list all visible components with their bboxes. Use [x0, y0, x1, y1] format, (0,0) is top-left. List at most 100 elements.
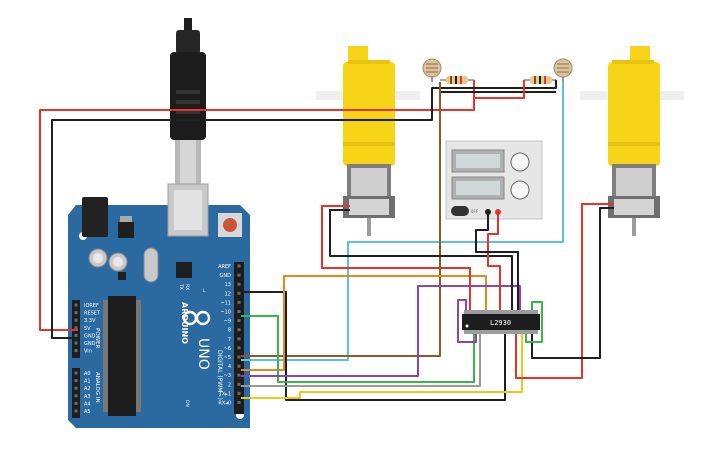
analog-pin-hole[interactable]	[74, 401, 78, 405]
dc-motor-right	[580, 46, 684, 236]
analog-pin-hole[interactable]	[74, 386, 78, 390]
power-pin-hole[interactable]	[74, 333, 78, 337]
digital-pin-label: GND	[220, 273, 232, 279]
digital-pin-label: ~3	[224, 373, 231, 379]
resistor-right	[524, 76, 556, 84]
digital-pin-label: 2	[228, 382, 231, 388]
digital-pin-label: AREF	[218, 264, 231, 270]
resistor-left	[440, 76, 474, 84]
power-pin-label: GND	[84, 341, 96, 347]
analog-header	[72, 368, 80, 418]
photoresistor-right	[553, 58, 573, 82]
digital-pin-hole[interactable]	[237, 382, 241, 386]
dc-motor-left	[316, 46, 420, 236]
wire-gray	[241, 330, 481, 387]
usb-cable	[170, 18, 206, 184]
wire-motor1-black	[329, 209, 513, 312]
digital-pin-hole[interactable]	[237, 273, 241, 277]
wire-red-rail	[474, 80, 525, 99]
analog-pin-hole[interactable]	[74, 371, 78, 375]
digital-pin-label: ~10	[220, 310, 231, 316]
analog-pin-hole[interactable]	[74, 394, 78, 398]
board-model: UNO	[195, 338, 211, 370]
board-brand: ARDUINO	[180, 302, 189, 344]
arduino-uno-board: ARDUINO UNO DIGITAL (PWM~) POWER ANALOG …	[68, 183, 250, 428]
digital-pin-hole[interactable]	[237, 346, 241, 350]
digital-pin-hole[interactable]	[237, 264, 241, 268]
digital-pin-label: ~6	[224, 346, 231, 352]
crystal	[143, 247, 159, 283]
analog-pin-label: A4	[84, 401, 91, 407]
power-pin-label: GND	[84, 333, 96, 339]
wire-psu-black	[475, 212, 519, 316]
digital-pin-hole[interactable]	[237, 328, 241, 332]
rx-label: RX	[184, 284, 190, 290]
analog-pin-hole[interactable]	[74, 379, 78, 383]
digital-pin-hole[interactable]	[237, 291, 241, 295]
digital-pin-label: 8	[228, 328, 231, 334]
digital-pin-label: ~5	[224, 355, 231, 361]
tx-label: TX	[178, 283, 184, 290]
power-pin-hole[interactable]	[74, 303, 78, 307]
digital-pin-hole[interactable]	[237, 282, 241, 286]
digital-pin-hole[interactable]	[237, 319, 241, 323]
power-supply: OFF	[445, 140, 543, 220]
digital-pin-label: 4	[228, 364, 231, 370]
analog-pin-hole[interactable]	[74, 409, 78, 413]
chip-label: L2930	[490, 319, 511, 327]
wire-yellow	[241, 332, 523, 399]
analog-pin-label: A0	[84, 371, 91, 377]
power-pin-label: RESET	[84, 311, 101, 317]
wire-green-loop	[525, 301, 543, 343]
motor-driver-chip: L2930	[462, 310, 540, 334]
wire-cyan	[241, 82, 564, 361]
wire-motor2-black	[531, 207, 614, 359]
wire-brown	[241, 82, 441, 357]
digital-pin-label: ~9	[224, 319, 231, 325]
wire-black-13	[241, 291, 506, 401]
wire-purple	[241, 285, 521, 377]
voltage-regulator	[118, 222, 134, 238]
power-pin-label: 3.3V	[84, 318, 96, 324]
digital-pin-label: RX◂0	[218, 401, 231, 407]
on-label: ON	[184, 400, 190, 407]
atmega-chip	[108, 296, 136, 416]
digital-pin-hole[interactable]	[237, 401, 241, 404]
wire-purple-loop	[457, 299, 477, 343]
wire-green	[241, 315, 475, 383]
power-pin-hole[interactable]	[74, 341, 78, 345]
digital-pin-label: TX▸1	[218, 391, 231, 397]
psu-off-label: OFF	[471, 209, 479, 214]
power-pin-hole[interactable]	[74, 311, 78, 315]
power-label: POWER	[94, 328, 100, 349]
digital-pin-hole[interactable]	[237, 355, 241, 359]
digital-pin-hole[interactable]	[237, 391, 241, 395]
wire-orange	[241, 275, 487, 371]
photoresistor-left	[422, 58, 442, 82]
wire-psu-red	[487, 212, 501, 312]
digital-pin-hole[interactable]	[237, 373, 241, 377]
digital-pin-label: ~11	[220, 300, 231, 306]
power-pin-label: 5V	[84, 326, 91, 332]
digital-pin-hole[interactable]	[237, 364, 241, 368]
digital-pin-label: 13	[225, 282, 231, 288]
analog-label: ANALOG IN	[94, 372, 100, 403]
power-pin-hole[interactable]	[74, 318, 78, 322]
digital-label: DIGITAL (PWM~)	[216, 350, 223, 400]
power-pin-label: Vin	[84, 349, 92, 355]
analog-pin-label: A5	[84, 409, 91, 415]
digital-pin-hole[interactable]	[237, 300, 241, 304]
wires	[39, 80, 614, 401]
power-pin-hole[interactable]	[74, 349, 78, 353]
digital-pin-hole[interactable]	[237, 337, 241, 341]
l-label: L	[203, 288, 206, 294]
digital-pin-label: 7	[228, 337, 231, 343]
power-pin-hole[interactable]	[74, 326, 78, 330]
analog-pin-label: A3	[84, 394, 91, 400]
analog-pin-label: A2	[84, 386, 91, 392]
digital-pin-hole[interactable]	[237, 310, 241, 313]
analog-pin-label: A1	[84, 379, 91, 385]
power-pin-label: IOREF	[84, 303, 99, 309]
wire-motor1-red	[321, 205, 471, 330]
